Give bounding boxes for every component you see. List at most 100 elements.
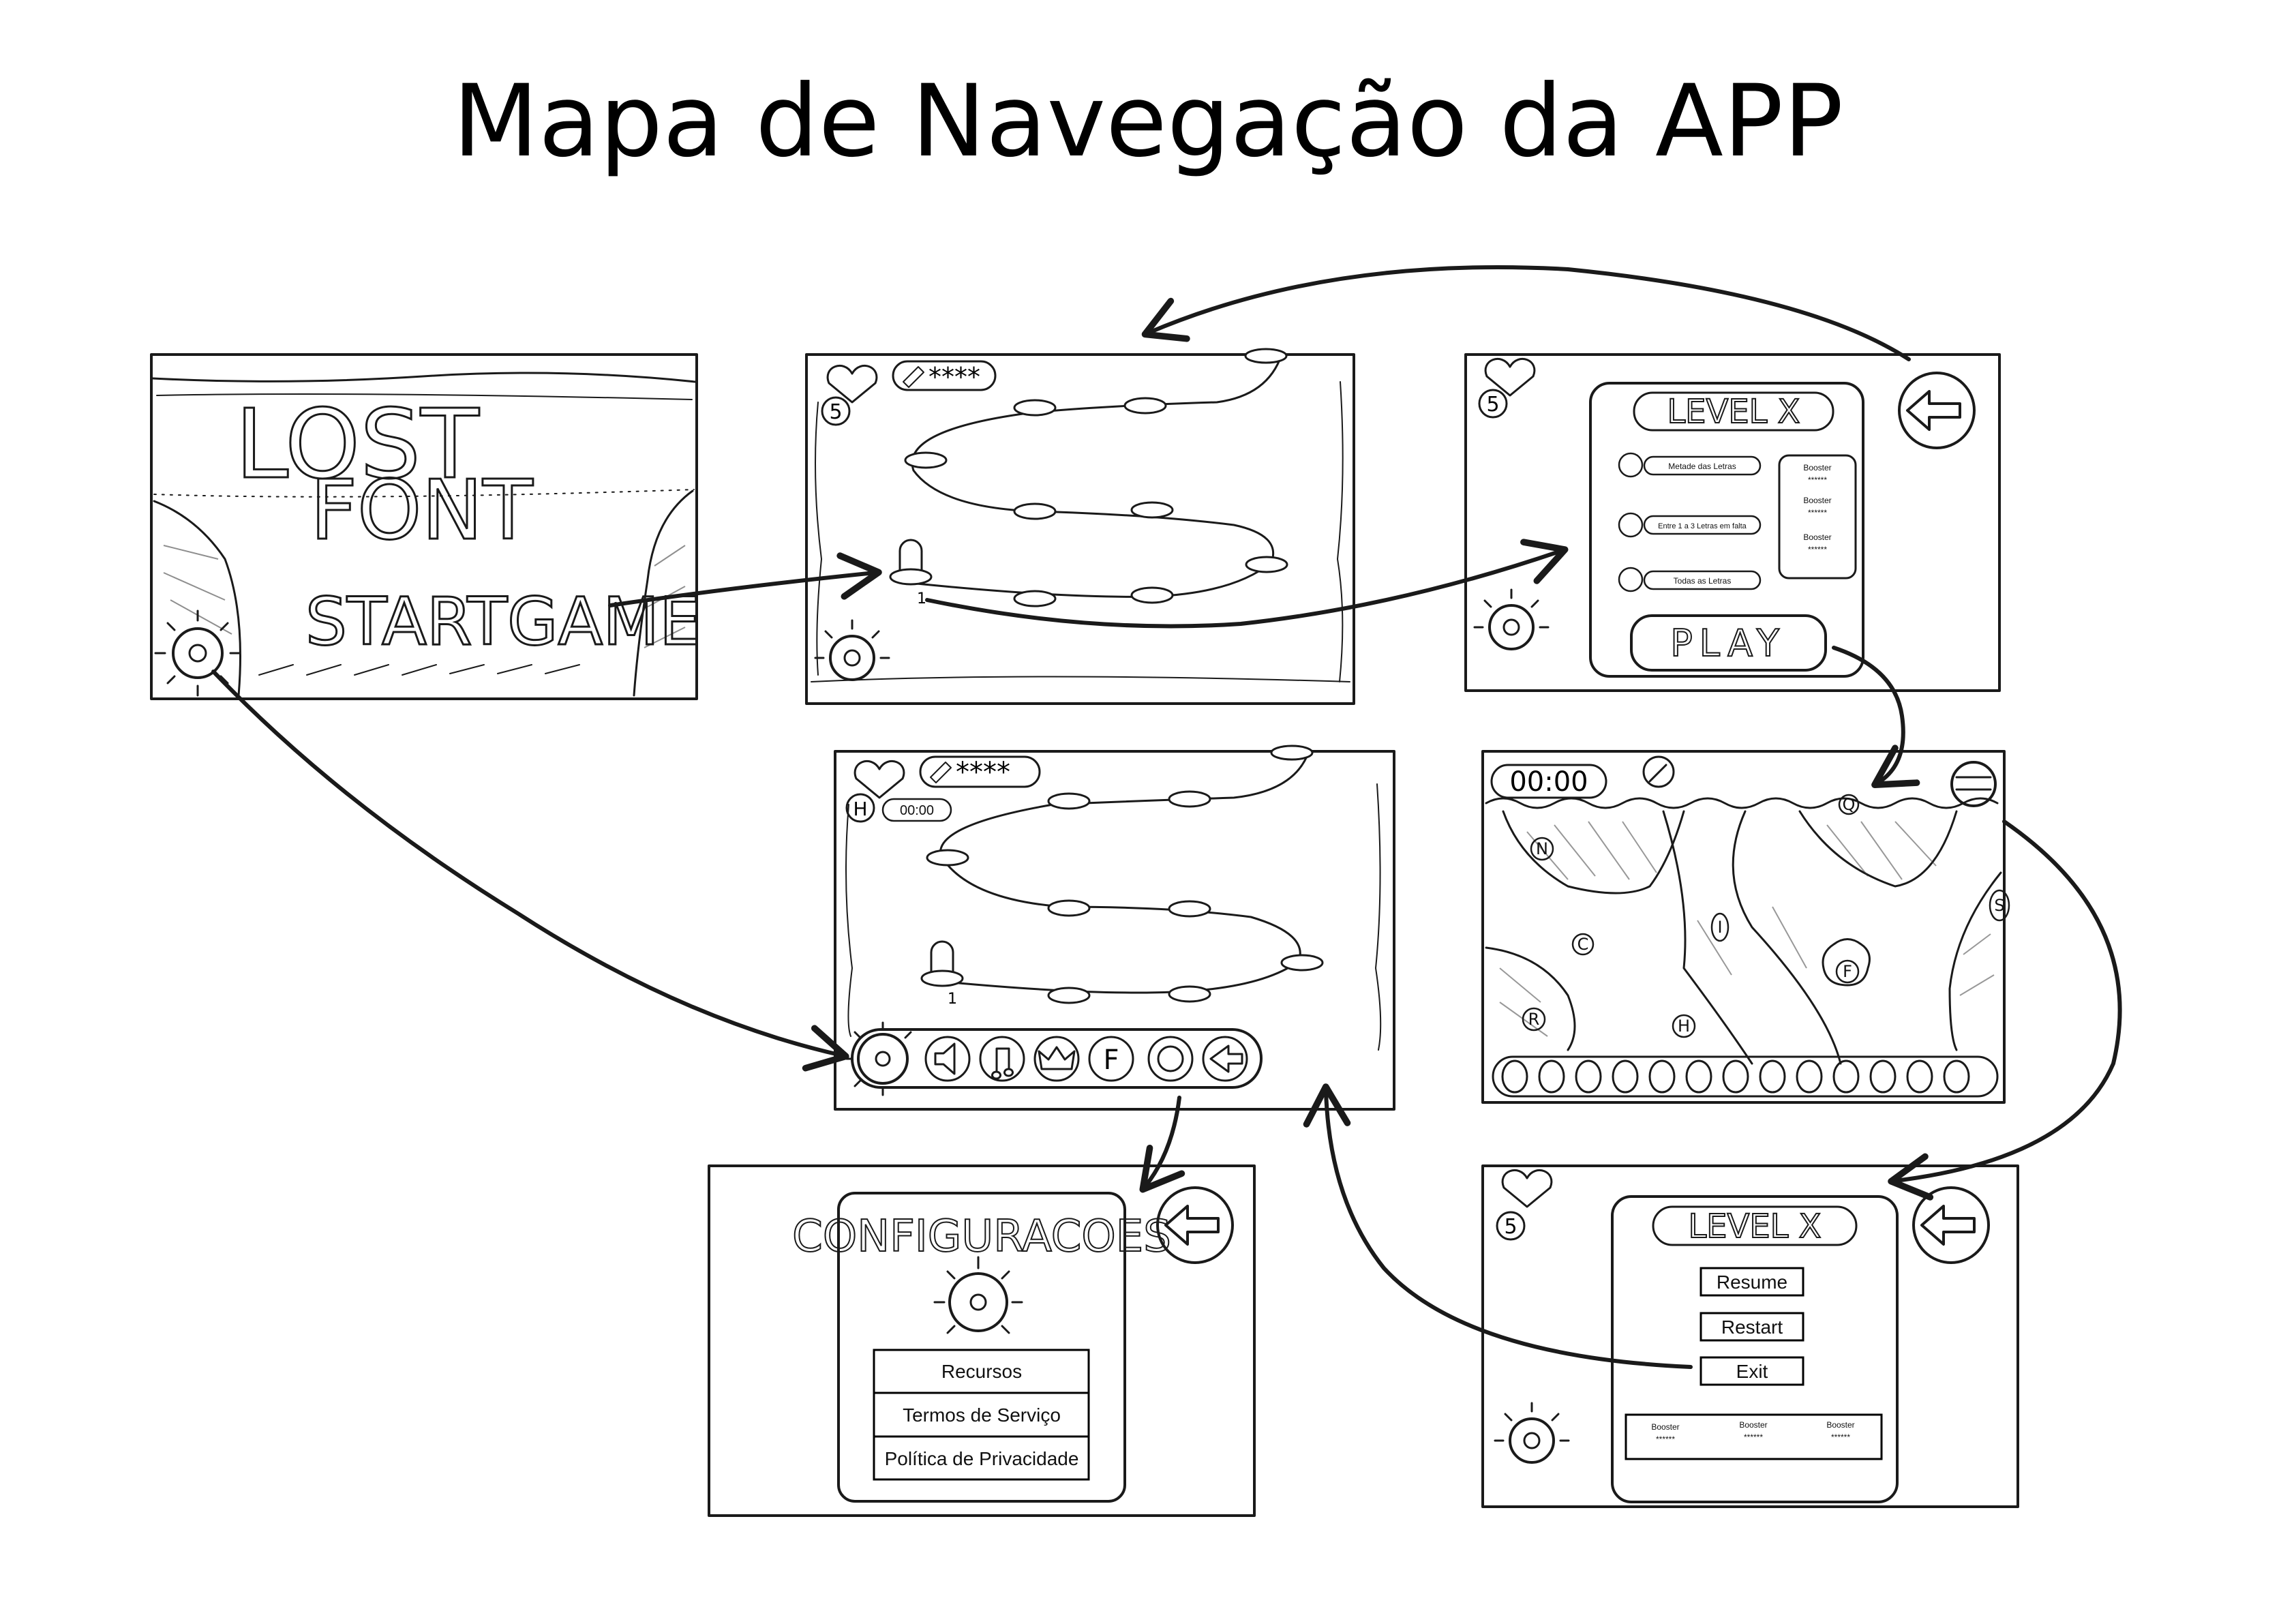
letter-token[interactable]: R	[1528, 1010, 1540, 1029]
answer-slot[interactable]	[1722, 1059, 1749, 1094]
answer-slot[interactable]	[1869, 1059, 1897, 1094]
settings-item-resources[interactable]: Recursos	[941, 1361, 1022, 1382]
level-node[interactable]	[1280, 954, 1324, 972]
answer-slot[interactable]	[1796, 1059, 1823, 1094]
booster-label: Metade das Letras	[1668, 462, 1736, 471]
facebook-letter: F	[1103, 1044, 1119, 1076]
booster-inventory-value: ******	[1808, 508, 1827, 517]
circle-icon[interactable]	[1147, 1036, 1194, 1082]
current-level-marker[interactable]: 1	[920, 940, 964, 1008]
lives-heart-icon: 5	[821, 365, 878, 426]
music-icon[interactable]	[979, 1036, 1025, 1082]
booster-inventory-label: Booster	[1651, 1422, 1679, 1432]
back-arrow-icon[interactable]	[1156, 1186, 1234, 1264]
answer-slot[interactable]	[1759, 1059, 1786, 1094]
booster-option[interactable]: Todas as Letras	[1618, 567, 1762, 592]
stars-text: ****	[928, 362, 980, 392]
answer-slot[interactable]	[1648, 1059, 1676, 1094]
level-node[interactable]	[1047, 987, 1091, 1004]
letter-token[interactable]: N	[1536, 839, 1548, 858]
restart-button[interactable]	[1700, 1312, 1804, 1342]
level-node[interactable]	[926, 849, 969, 867]
back-arrow-icon[interactable]	[1202, 1036, 1248, 1082]
stars-counter	[919, 755, 1041, 788]
level-node[interactable]	[1168, 900, 1211, 918]
level-node[interactable]	[904, 451, 948, 469]
settings-gear-icon[interactable]	[1473, 588, 1550, 650]
speaker-icon[interactable]	[924, 1036, 971, 1082]
level-node[interactable]	[1270, 745, 1314, 761]
back-arrow-icon[interactable]	[1898, 372, 1976, 449]
back-arrow-icon[interactable]	[1912, 1186, 1990, 1264]
booster-option[interactable]: Entre 1 a 3 Letras em falta	[1618, 512, 1762, 538]
settings-menu-bar	[851, 1028, 1263, 1089]
life-timer-text: 00:00	[900, 803, 934, 818]
lives-count: H	[853, 798, 867, 820]
game-title-font: FONT	[310, 464, 533, 558]
level-node[interactable]	[1013, 502, 1057, 520]
start-game-button[interactable]: STARTGAME	[305, 583, 702, 661]
letter-token[interactable]: S	[1994, 896, 2004, 915]
level-select-screen: 5 LEVEL X Metade das Letras Entre 1 a 3 …	[1464, 353, 2001, 692]
letter-token[interactable]: I	[1717, 918, 1722, 937]
level-node[interactable]	[1013, 590, 1057, 607]
arrow-map-to-level	[925, 539, 1569, 629]
settings-gear-icon[interactable]	[1494, 1402, 1570, 1464]
crown-icon[interactable]	[1033, 1036, 1080, 1082]
level-node[interactable]	[1047, 792, 1091, 810]
exit-button[interactable]	[1700, 1356, 1804, 1386]
arrow-exit-to-map	[1303, 1083, 1693, 1369]
level-node[interactable]	[1123, 397, 1167, 415]
settings-item-privacy[interactable]: Política de Privacidade	[885, 1448, 1079, 1469]
restart-label: Restart	[1721, 1317, 1783, 1338]
letter-token[interactable]: H	[1678, 1017, 1690, 1036]
level-title: LEVEL X	[1667, 393, 1800, 431]
answer-slot[interactable]	[1685, 1059, 1712, 1094]
settings-gear-icon[interactable]	[154, 610, 241, 697]
pause-level-title: LEVEL X	[1688, 1207, 1821, 1246]
answer-slot[interactable]	[1575, 1059, 1602, 1094]
level-node[interactable]	[1245, 556, 1288, 573]
answer-slot[interactable]	[1612, 1059, 1639, 1094]
booster-label: Todas as Letras	[1674, 576, 1732, 586]
answer-slot[interactable]	[1943, 1059, 1970, 1094]
settings-item-terms[interactable]: Termos de Serviço	[903, 1404, 1061, 1426]
letter-token[interactable]: F	[1843, 962, 1852, 981]
letter-token[interactable]: Q	[1843, 795, 1856, 814]
level-node[interactable]	[1047, 899, 1091, 917]
answer-slot[interactable]	[1906, 1059, 1933, 1094]
lives-count: 5	[829, 400, 842, 424]
settings-heading: CONFIGURACOES	[792, 1212, 1171, 1262]
level-node[interactable]	[1130, 586, 1174, 604]
booster-inventory-value: ******	[1808, 545, 1827, 554]
settings-gear-icon[interactable]	[814, 619, 890, 681]
booster-option[interactable]: Metade das Letras	[1618, 452, 1762, 478]
settings-list	[873, 1349, 1090, 1481]
answer-slot[interactable]	[1832, 1059, 1860, 1094]
answer-slot[interactable]	[1501, 1059, 1528, 1094]
answer-slot[interactable]	[1538, 1059, 1565, 1094]
gear-icon[interactable]	[845, 1021, 912, 1096]
settings-screen: CONFIGURACOES Recursos Termos de Serviço…	[708, 1164, 1256, 1517]
splash-screen: LOST FONT STARTGAME	[150, 353, 702, 700]
arrow-back-to-map	[1141, 265, 1911, 361]
answer-slots-bar	[1492, 1055, 1999, 1098]
letter-token[interactable]: C	[1577, 935, 1589, 954]
booster-inventory-label: Booster	[1826, 1420, 1854, 1430]
play-button[interactable]: PLAY	[1630, 614, 1827, 672]
pause-screen: 5 LEVEL X Resume Restart Exit Booster **…	[1481, 1164, 2019, 1508]
current-level-marker[interactable]: 1	[889, 539, 933, 607]
level-node[interactable]	[1168, 985, 1211, 1003]
level-node[interactable]	[1013, 399, 1057, 417]
level-node[interactable]	[1168, 790, 1211, 808]
level-map-screen: 5 **** 1	[805, 348, 1355, 705]
hint-pencil-icon[interactable]	[1642, 755, 1675, 788]
facebook-icon[interactable]: F	[1088, 1036, 1134, 1082]
pause-menu-icon[interactable]	[1950, 761, 1997, 807]
resume-button[interactable]	[1700, 1267, 1804, 1297]
map-menu-screen: H 00:00 **** 1	[834, 745, 1395, 1111]
booster-inventory-label: Booster	[1803, 496, 1831, 505]
booster-inventory-value: ******	[1831, 1432, 1850, 1442]
level-node[interactable]	[1130, 501, 1174, 519]
level-node[interactable]	[1244, 348, 1288, 364]
